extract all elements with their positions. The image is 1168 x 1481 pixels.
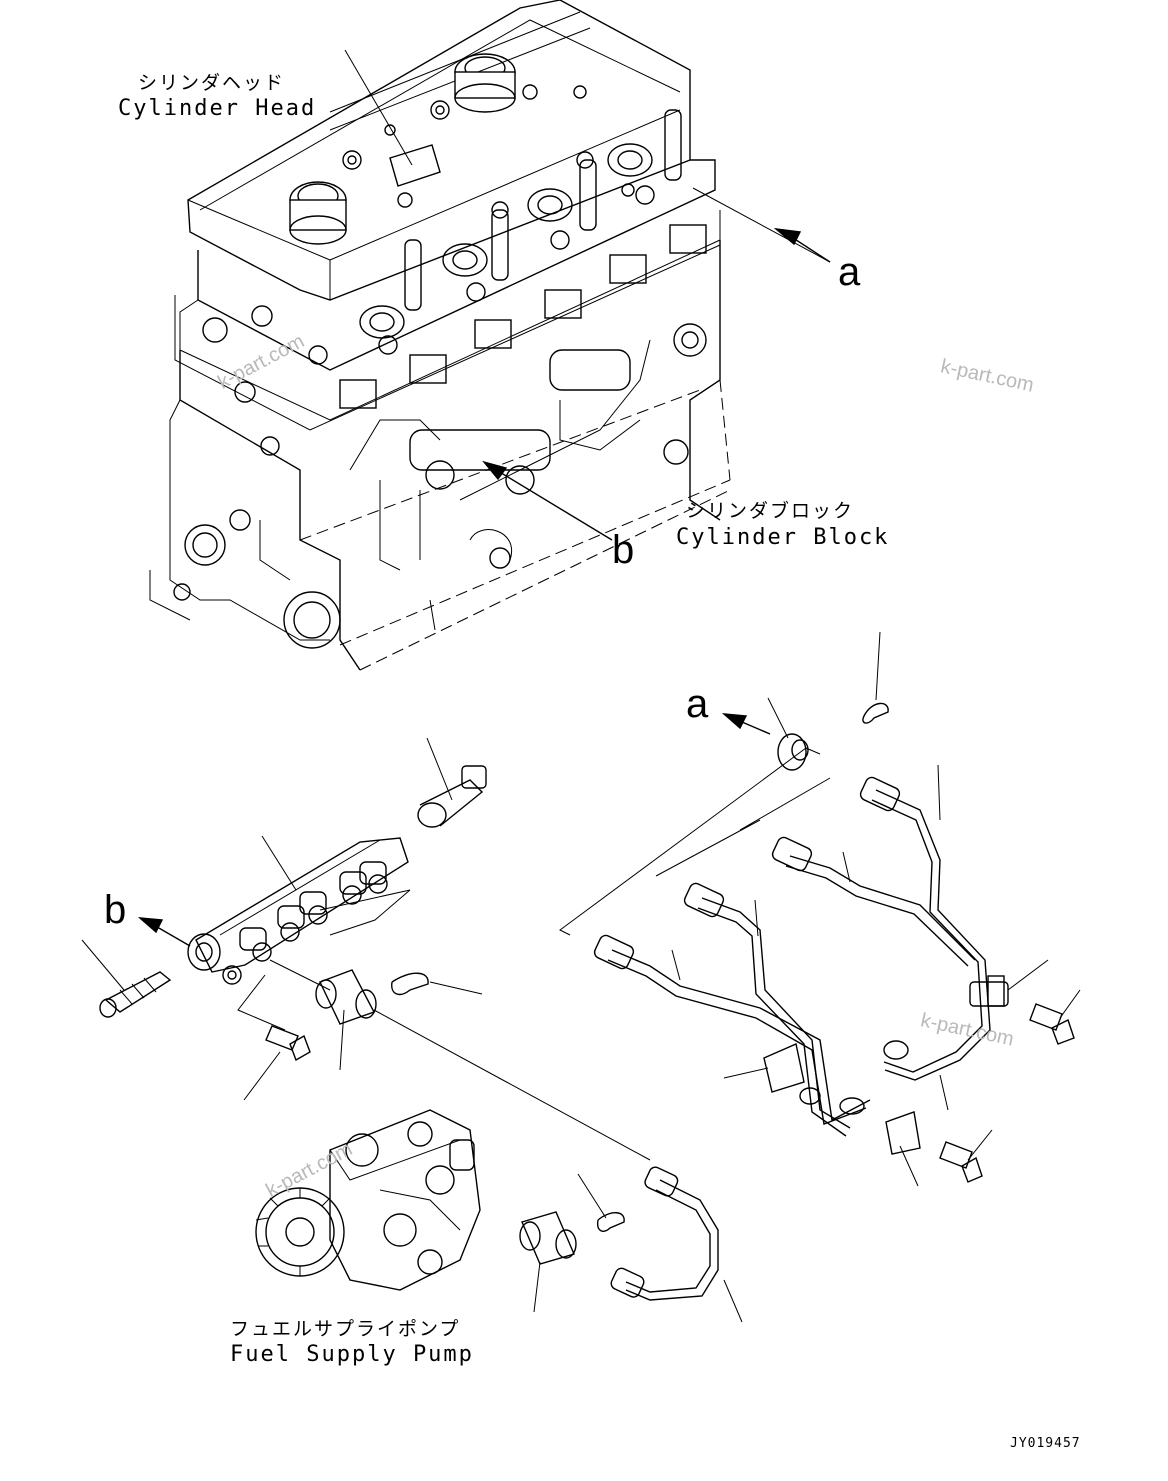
cylinder-head-body — [197, 159, 716, 371]
view-marker-b-top: b — [612, 528, 635, 572]
fuel-pump-label-jp: フュエルサプライポンプ — [230, 1318, 461, 1340]
fuel-supply-pump — [255, 1109, 481, 1291]
rail-sleeve — [319, 969, 375, 1025]
engine-assembly — [149, 0, 731, 671]
common-rail-group — [81, 737, 651, 1161]
cylinder-block-label-en: Cylinder Block — [676, 525, 890, 550]
fuel-pump-label-en: Fuel Supply Pump — [230, 1342, 474, 1367]
common-rail — [195, 837, 409, 973]
cylinder-block-label-jp: シリンダブロック — [686, 500, 855, 522]
view-marker-a-top: a — [838, 250, 861, 294]
view-marker-a-bottom: a — [686, 682, 709, 726]
cylinder-block — [179, 240, 721, 671]
cylinder-head-label-jp: シリンダヘッド — [138, 72, 286, 94]
injection-pipes — [519, 631, 1081, 1323]
cylinder-head-label-en: Cylinder Head — [118, 96, 317, 121]
label-plate — [389, 144, 441, 187]
top-view-arrows — [482, 187, 831, 541]
view-marker-b-bottom: b — [104, 888, 127, 932]
drawing-code: JY019457 — [1010, 1436, 1081, 1451]
